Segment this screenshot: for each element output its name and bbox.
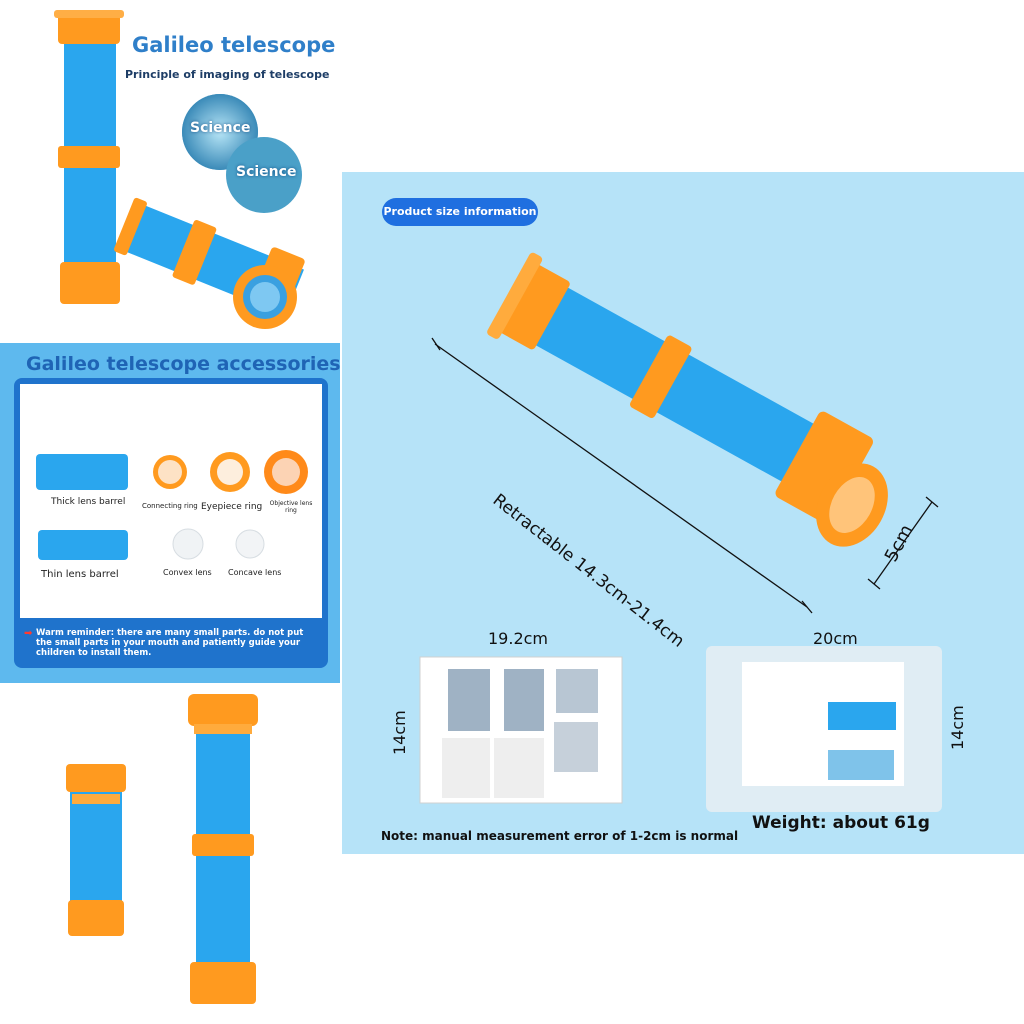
accessory-label-convex-lens: Convex lens bbox=[163, 568, 212, 577]
accessory-label-thick-barrel: Thick lens barrel bbox=[51, 497, 126, 507]
measurement-note: Note: manual measurement error of 1-2cm … bbox=[381, 829, 739, 843]
telescope-size-illustration bbox=[419, 252, 942, 812]
page-title: Galileo telescope bbox=[132, 33, 336, 57]
accessory-label-eyepiece-ring: Eyepiece ring bbox=[201, 502, 263, 512]
accessory-label-connecting-ring: Connecting ring bbox=[142, 502, 198, 510]
telescope-illustration-bottom bbox=[66, 694, 258, 1004]
page-subtitle: Principle of imaging of telescope bbox=[125, 68, 330, 81]
accessories-title: Galileo telescope accessories bbox=[26, 353, 341, 375]
card-height-label: 14cm bbox=[390, 710, 409, 755]
science-badge-1: Science bbox=[190, 120, 251, 136]
warning-arrow-icon: ➡ bbox=[24, 628, 33, 639]
bag-height-label: 14cm bbox=[948, 705, 967, 750]
size-info-pill: Product size information bbox=[382, 198, 538, 226]
top-left-panel: Galileo telescope Principle of imaging o… bbox=[0, 0, 340, 340]
weight-label: Weight: about 61g bbox=[752, 813, 930, 833]
accessory-label-concave-lens: Concave lens bbox=[228, 568, 282, 577]
accessory-label-thin-barrel: Thin lens barrel bbox=[41, 569, 119, 580]
science-badge-2: Science bbox=[236, 164, 297, 180]
telescope-illustration-top bbox=[54, 10, 305, 329]
accessories-card-body: Thick lens barrel Connecting ring Eyepie… bbox=[20, 384, 322, 618]
accessory-label-objective-ring: Objective lens ring bbox=[269, 500, 313, 514]
warm-reminder-text: Warm reminder: there are many small part… bbox=[36, 628, 304, 658]
accessories-illustrations bbox=[36, 450, 308, 560]
card-width-label: 19.2cm bbox=[488, 629, 549, 648]
bag-width-label: 20cm bbox=[813, 629, 858, 648]
